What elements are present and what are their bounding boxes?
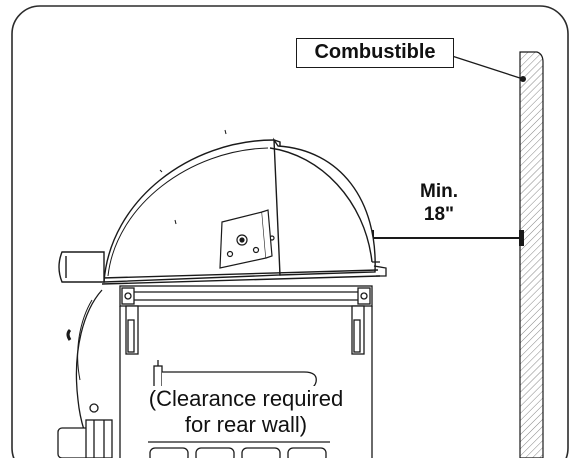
side-burner-parts (57, 419, 113, 458)
clearance-caption: (Clearance required for rear wall) (126, 386, 366, 438)
grill-cart (66, 261, 387, 458)
hinge-bracket (219, 209, 275, 269)
dimension-min-text: Min. (420, 181, 458, 202)
cart-door-panels (148, 441, 330, 458)
grill-brackets (125, 305, 365, 355)
combustible-label: Combustible (296, 38, 454, 68)
clearance-dimension-line (369, 230, 524, 246)
caption-line-2: for rear wall) (166, 412, 326, 438)
caption-line-1: (Clearance required (132, 386, 360, 412)
combustible-leader (451, 55, 526, 82)
side-handle (58, 251, 105, 283)
diagram-frame (11, 5, 569, 458)
dimension-value-text: 18" (423, 204, 455, 225)
towel-bar (153, 360, 317, 390)
clearance-dimension-label: Min. 18" (404, 180, 474, 226)
combustible-wall (519, 51, 544, 458)
grill-frame-rail (119, 285, 373, 307)
